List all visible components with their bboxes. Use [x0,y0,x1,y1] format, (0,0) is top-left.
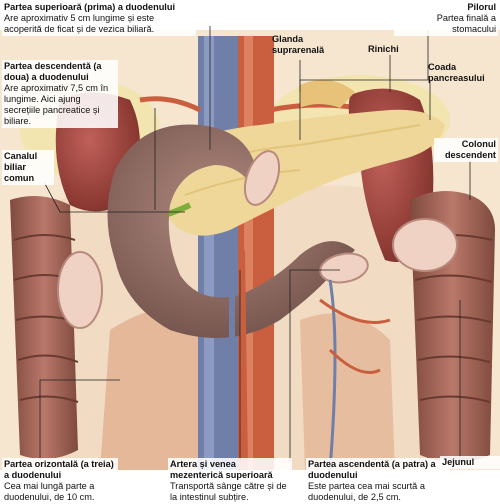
label-kidney-title: Rinichi [368,44,399,54]
label-pancreas-tail-title: Coada pancreasului [428,62,485,83]
label-pancreas-tail: Coada pancreasului [428,62,498,84]
psoas-muscle-right [300,313,395,470]
label-mesenteric-desc: Transportă sânge către și de la intestin… [170,481,287,502]
label-adrenal: Glanda suprarenală [272,34,352,56]
label-pylorus-desc: Partea finală a stomacului [436,13,496,34]
label-kidney: Rinichi [368,44,418,55]
label-duodenum-ascending: Partea ascendentă (a patra) a duodenului… [306,458,450,504]
label-pylorus: Pilorul Partea finală a stomacului [394,1,498,36]
jejunum-opening [319,252,369,284]
label-duodenum-ascending-desc: Este partea cea mai scurtă a duodenului,… [308,481,425,502]
duodenum [107,124,355,338]
label-adrenal-title: Glanda suprarenală [272,34,325,55]
colon-right-opening [392,218,458,272]
label-duodenum-superior-title: Partea superioară (prima) a duodenului [4,2,176,12]
renal-artery-left [139,96,202,113]
colon-left-opening [57,251,103,329]
label-duodenum-descending-desc: Are aproximativ 7,5 cm în lungime. Aici … [4,83,109,126]
label-duodenum-descending: Partea descendentă (a doua) a duodenului… [2,60,118,128]
label-mesenteric-title: Artera și venea mezenterică superioară [170,459,273,480]
label-jejunum: Jejunul [440,456,500,469]
label-mesenteric: Artera și venea mezenterică superioară T… [168,458,292,504]
label-duodenum-horizontal: Partea orizontală (a treia) a duodenului… [2,458,118,504]
adrenal-gland [300,79,355,108]
label-duodenum-superior: Partea superioară (prima) a duodenului A… [2,1,196,36]
label-pylorus-title: Pilorul [467,2,496,12]
label-colon-descending-title: Colonul descendent [444,139,496,160]
label-bile-duct: Canalul biliar comun [2,150,54,185]
pylorus-opening [243,150,281,206]
label-bile-duct-title: Canalul biliar comun [4,151,38,183]
label-duodenum-horizontal-desc: Cea mai lungă parte a duodenului, de 10 … [4,481,95,502]
label-duodenum-horizontal-title: Partea orizontală (a treia) a duodenului [4,459,114,480]
label-colon-descending: Colonul descendent [434,138,498,162]
mesenteric-artery [239,249,248,471]
label-duodenum-ascending-title: Partea ascendentă (a patra) a duodenului [308,459,436,480]
leader-lines [39,26,471,462]
label-duodenum-superior-desc: Are aproximativ 5 cm lungime și este aco… [4,13,155,34]
label-jejunum-title: Jejunul [442,457,475,467]
label-duodenum-descending-title: Partea descendentă (a doua) a duodenului [4,61,102,82]
colon-ascending [10,196,78,459]
